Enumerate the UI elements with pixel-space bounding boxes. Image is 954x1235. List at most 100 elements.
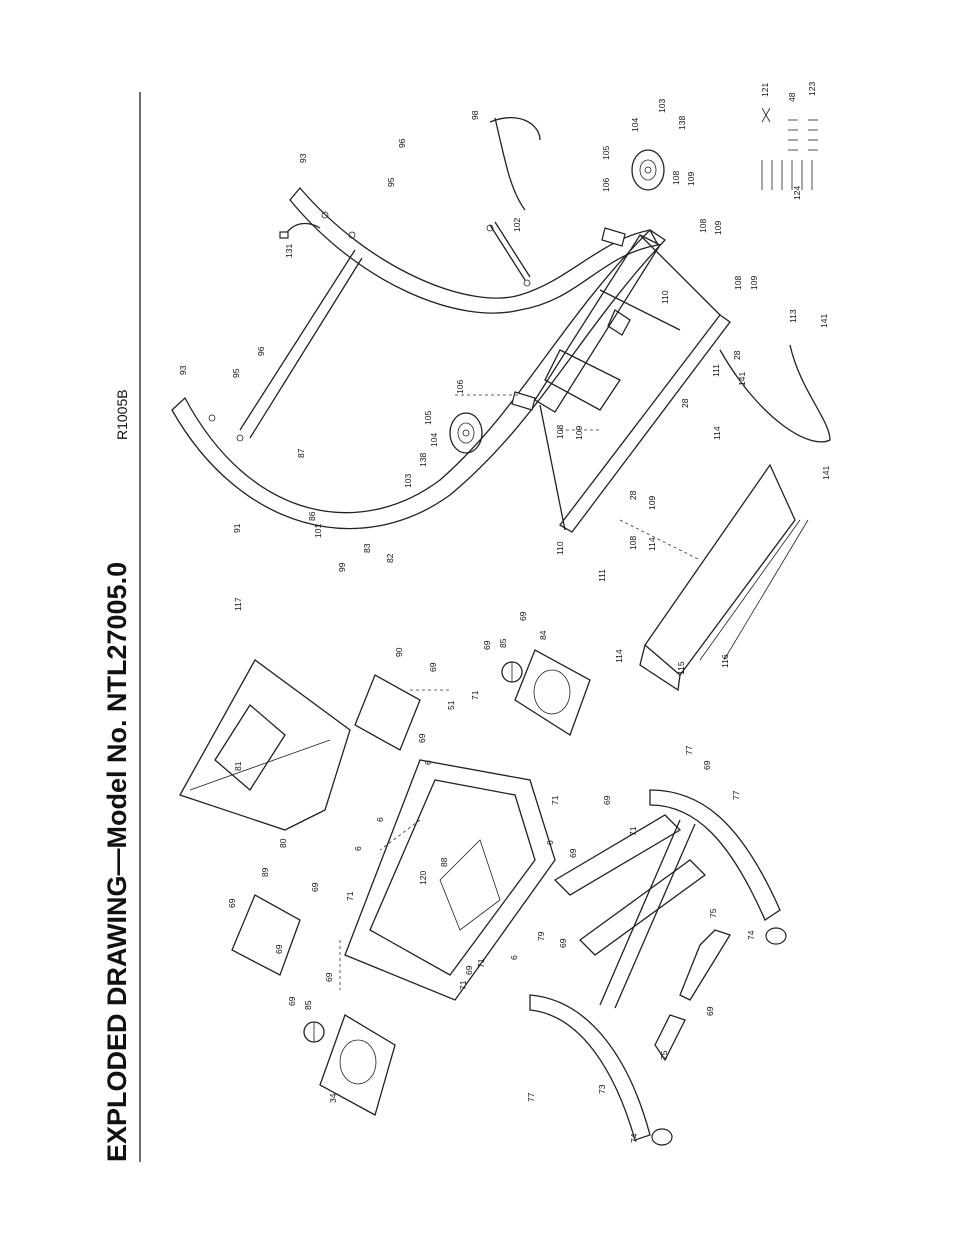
part-label-p69f: 69 — [568, 848, 578, 858]
part-label-p71e: 71 — [476, 958, 486, 968]
part-label-p114b: 114 — [647, 537, 657, 551]
part-label-p69e: 69 — [602, 795, 612, 805]
crossbar-upper — [553, 814, 682, 896]
part-label-p75b: 75 — [659, 1050, 669, 1060]
part-label-p124: 124 — [792, 186, 802, 200]
fan-85-lower — [303, 1021, 325, 1043]
part-label-p138a: 138 — [677, 116, 687, 130]
part-label-p74a: 74 — [746, 930, 756, 940]
leg-cover-lower — [654, 1014, 686, 1062]
part-label-p6a: 6 — [423, 760, 433, 765]
deck-115 — [639, 463, 809, 692]
part-label-p71f: 71 — [458, 980, 468, 990]
part-label-p69a: 69 — [518, 611, 528, 621]
part-label-p131: 131 — [284, 244, 294, 258]
crossbar-lower — [579, 859, 706, 956]
part-label-p69j: 69 — [274, 944, 284, 954]
part-label-p75a: 75 — [708, 908, 718, 918]
part-label-p116: 116 — [720, 654, 730, 668]
handle-113 — [719, 344, 831, 443]
part-label-p141c: 141 — [821, 466, 831, 480]
fan-85-upper — [501, 661, 523, 683]
part-label-p109c: 109 — [749, 276, 759, 290]
upright-frame — [171, 186, 667, 530]
part-label-p104a: 104 — [630, 118, 640, 132]
part-label-p6b: 6 — [375, 817, 385, 822]
part-label-p105b: 105 — [423, 411, 433, 425]
part-label-p90: 90 — [394, 647, 404, 657]
part-label-p69b: 69 — [482, 640, 492, 650]
part-label-p95b: 95 — [231, 368, 241, 378]
part-label-p103a: 103 — [657, 99, 667, 113]
cable-131 — [284, 222, 321, 236]
part-label-p123: 123 — [807, 82, 817, 96]
motor-hood — [344, 759, 556, 1001]
console-80 — [179, 659, 351, 831]
part-label-p103b: 103 — [403, 474, 413, 488]
part-label-p104b: 104 — [429, 433, 439, 447]
part-label-p71a: 71 — [470, 690, 480, 700]
part-label-p88: 88 — [439, 857, 449, 867]
part-label-p28a: 28 — [732, 350, 742, 360]
part-label-p48: 48 — [787, 92, 797, 102]
part-label-p79: 79 — [536, 931, 546, 941]
part-label-p69d: 69 — [417, 733, 427, 743]
part-label-p93a: 93 — [298, 153, 308, 163]
part-label-p86: 86 — [307, 511, 317, 521]
part-label-p71d: 71 — [345, 891, 355, 901]
part-label-p71b: 71 — [550, 795, 560, 805]
shroud-90 — [354, 674, 421, 751]
connector-131 — [279, 231, 289, 239]
base-leg-lower — [529, 994, 673, 1146]
part-label-p69l: 69 — [324, 972, 334, 982]
part-label-p121: 121 — [760, 83, 770, 97]
part-label-p108b: 108 — [698, 219, 708, 233]
part-label-p77a: 77 — [684, 745, 694, 755]
part-label-p51: 51 — [446, 700, 456, 710]
part-label-p6d: 6 — [545, 840, 555, 845]
part-label-p111a: 111 — [711, 364, 721, 377]
part-label-p109a: 109 — [686, 172, 696, 186]
part-label-p108e: 108 — [628, 536, 638, 550]
part-label-p69n: 69 — [464, 965, 474, 975]
part-label-p114a: 114 — [712, 426, 722, 440]
part-label-p34: 34 — [328, 1093, 338, 1103]
part-label-p98: 98 — [470, 110, 480, 120]
part-label-p96b: 96 — [256, 346, 266, 356]
part-label-p83: 83 — [362, 543, 372, 553]
part-label-p80: 80 — [278, 838, 288, 848]
part-label-p101: 101 — [313, 524, 323, 538]
part-label-p110b: 110 — [555, 541, 565, 555]
part-label-p93b: 93 — [178, 365, 188, 375]
leg-cover-upper — [679, 929, 731, 1001]
part-label-p120: 120 — [418, 871, 428, 885]
part-label-p115: 115 — [676, 661, 686, 675]
part-label-p77c: 77 — [526, 1092, 536, 1102]
part-label-p96a: 96 — [397, 138, 407, 148]
part-label-p73: 73 — [597, 1084, 607, 1094]
part-label-p109e: 109 — [647, 496, 657, 510]
part-label-p117: 117 — [233, 597, 243, 611]
part-label-p85b: 85 — [303, 1000, 313, 1010]
part-label-p69g: 69 — [702, 760, 712, 770]
part-label-p87: 87 — [296, 448, 306, 458]
part-label-p77b: 77 — [731, 790, 741, 800]
base-leg-upper — [649, 789, 787, 945]
part-label-p108c: 108 — [733, 276, 743, 290]
part-label-p82: 82 — [385, 553, 395, 563]
drawing-title: EXPLODED DRAWING—Model No. NTL27005.0 — [102, 562, 132, 1162]
hardware-kit — [761, 107, 818, 190]
part-label-p106b: 106 — [455, 380, 465, 394]
shroud-89 — [231, 894, 301, 976]
drawing-code: R1005B — [114, 389, 130, 440]
part-label-p114c: 114 — [614, 649, 624, 663]
part-label-p108a: 108 — [671, 171, 681, 185]
part-label-p141a: 141 — [819, 314, 829, 328]
part-label-p95a: 95 — [386, 177, 396, 187]
wheel-105-lower — [449, 412, 483, 454]
part-label-p105a: 105 — [601, 146, 611, 160]
part-label-p81: 81 — [233, 761, 243, 771]
base-frame — [511, 227, 731, 533]
